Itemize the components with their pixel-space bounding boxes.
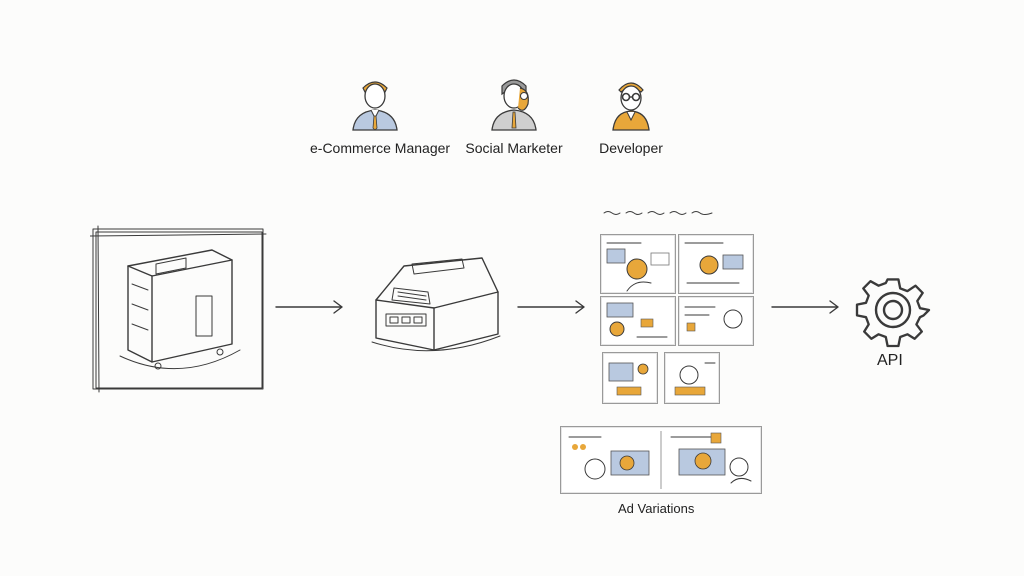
flow-arrow [517,300,585,314]
persona-label: e-Commerce Manager [310,140,451,156]
ad-thumbnail[interactable] [600,234,676,294]
ad-thumbnail[interactable] [664,352,720,404]
scribble-text [603,211,713,215]
flow-arrow [275,300,343,314]
ad-thumbnail[interactable] [678,296,754,346]
developer-person-icon [612,82,650,131]
api-label: API [877,352,903,369]
persona-developer: Developer [566,74,696,156]
marketer-person-icon [491,79,537,131]
device-sketch [371,257,501,352]
ad-thumbnail[interactable] [600,296,676,346]
ad-thumbnail[interactable] [602,352,658,404]
ad-variations-label: Ad Variations [618,501,695,516]
manager-person-icon [352,81,398,131]
ad-variations-strip [558,424,764,496]
persona-social-marketer: Social Marketer [449,74,579,156]
persona-ecommerce-manager: e-Commerce Manager [310,74,451,156]
flow-arrow [771,300,839,314]
gear-icon [855,278,931,348]
ad-variation-frame[interactable] [560,426,762,494]
persona-label: Developer [599,140,663,156]
ad-thumbnail[interactable] [678,234,754,294]
ad-panels-grid [598,208,758,404]
persona-label: Social Marketer [465,140,563,156]
product-sketch-frame [90,225,267,393]
